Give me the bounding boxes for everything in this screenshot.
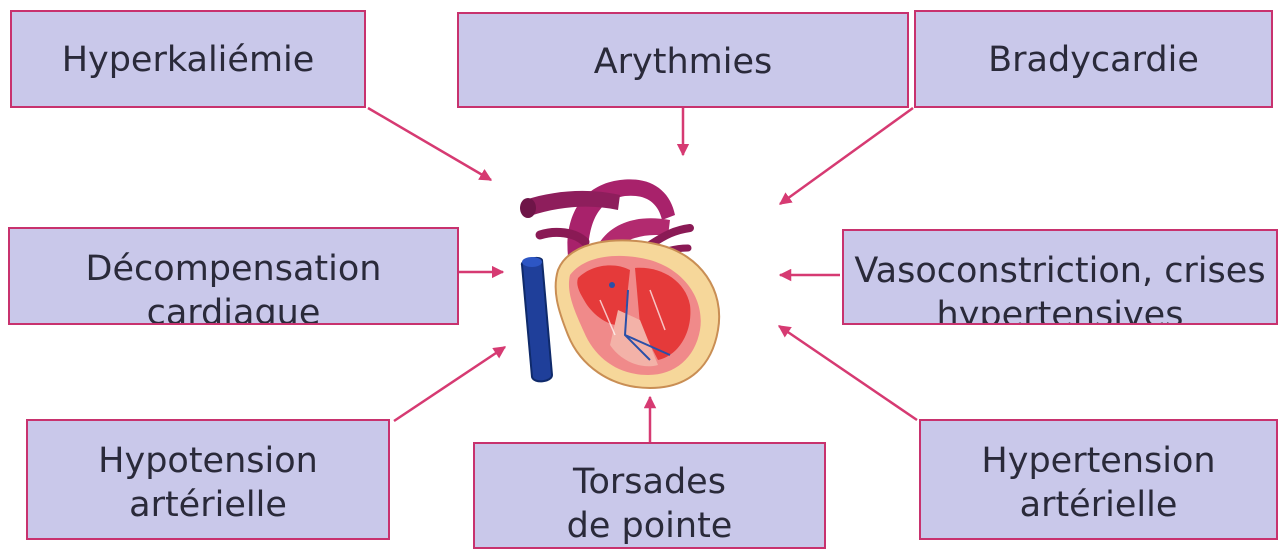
label-vasoconstriction-line2: hypertensives: [844, 293, 1276, 325]
label-decompensation-line2: cardiaque: [10, 291, 457, 325]
label-hypertension-line1: Hypertension: [921, 439, 1276, 483]
box-bradycardie: Bradycardie: [914, 10, 1273, 108]
label-decompensation-line1: Décompensation: [10, 247, 457, 291]
arrow-bradycardie: [780, 108, 913, 204]
box-hypotension-arterielle: Hypotension artérielle: [26, 419, 390, 540]
label-hypotension-line1: Hypotension: [28, 439, 388, 483]
box-hyperkaliemie: Hyperkaliémie: [10, 10, 366, 108]
arrow-hypotension: [394, 347, 505, 421]
arrow-hypertension: [779, 326, 917, 420]
box-hypertension-arterielle: Hypertension artérielle: [919, 419, 1278, 540]
box-decompensation-cardiaque: Décompensation cardiaque: [8, 227, 459, 325]
box-vasoconstriction: Vasoconstriction, crises hypertensives: [842, 229, 1278, 325]
label-hyperkaliemie: Hyperkaliémie: [12, 12, 364, 82]
label-hypertension-line2: artérielle: [921, 483, 1276, 527]
label-torsades-line1: Torsades: [475, 460, 824, 504]
label-vasoconstriction-line1: Vasoconstriction, crises: [844, 249, 1276, 293]
arrow-hyperkaliemie: [368, 108, 491, 180]
box-arythmies: Arythmies: [457, 12, 909, 108]
label-torsades-line2: de pointe: [475, 504, 824, 548]
label-hypotension-line2: artérielle: [28, 483, 388, 527]
label-arythmies: Arythmies: [459, 14, 907, 84]
box-torsades-de-pointe: Torsades de pointe: [473, 442, 826, 549]
heart-icon: [500, 160, 740, 400]
label-bradycardie: Bradycardie: [916, 12, 1271, 82]
